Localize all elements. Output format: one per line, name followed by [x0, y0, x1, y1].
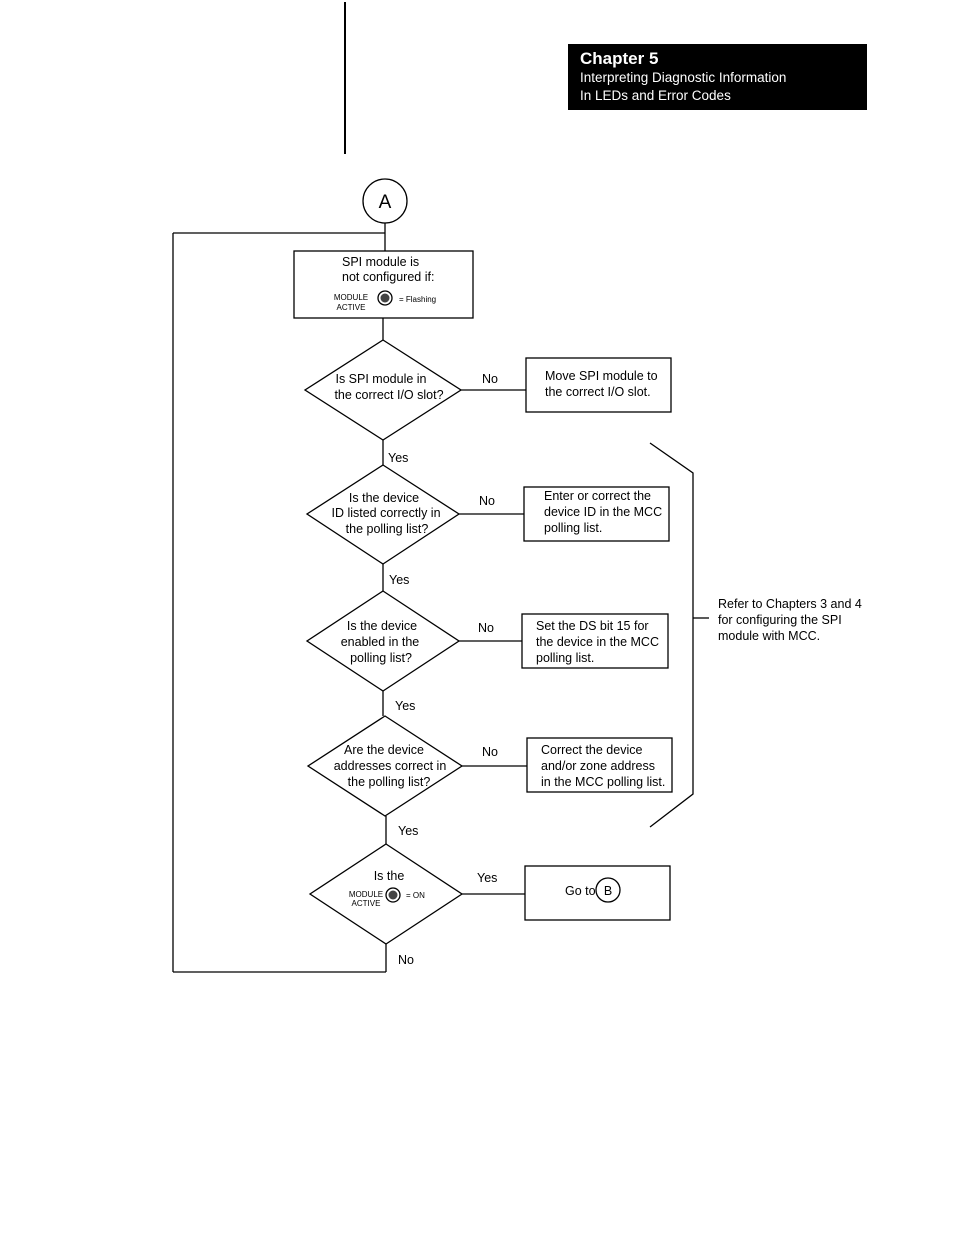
decision-addresses-line2: addresses correct in [334, 759, 447, 773]
action-move-line2: the correct I/O slot. [545, 385, 651, 399]
led-icon-fill [388, 890, 398, 900]
decision-addresses [306, 715, 464, 817]
action-correct-line2: and/or zone address [541, 759, 655, 773]
led-state-flashing: = Flashing [399, 295, 436, 304]
action-correct-line3: in the MCC polling list. [541, 775, 665, 789]
connector-b [595, 877, 621, 903]
chapter-subtitle-line1: Interpreting Diagnostic Information [580, 70, 787, 85]
branch-yes-label: Yes [388, 451, 408, 465]
action-set-line2: the device in the MCC [536, 635, 659, 649]
chapter-subtitle-line2: In LEDs and Error Codes [580, 88, 731, 103]
action-enter-line3: polling list. [544, 521, 602, 535]
note-line3: module with MCC. [718, 629, 820, 643]
note-bracket [649, 442, 694, 828]
branch-yes-label: Yes [389, 573, 409, 587]
branch-no-label: No [482, 372, 498, 386]
decision-io-slot-line2: the correct I/O slot? [334, 388, 443, 402]
branch-no-label: No [479, 494, 495, 508]
decision-device-id-line1: Is the device [349, 491, 419, 505]
decision-enabled-line3: polling list? [350, 651, 412, 665]
decision-enabled-line1: Is the device [347, 619, 417, 633]
action-set-line3: polling list. [536, 651, 594, 665]
action-enter-line1: Enter or correct the [544, 489, 651, 503]
decision-io-slot-line1: Is SPI module in [335, 372, 426, 386]
led-label-active: ACTIVE [337, 303, 366, 312]
decision-enabled-line2: enabled in the [341, 635, 420, 649]
led-state-on: = ON [406, 891, 425, 900]
decision-device-id-line3: the polling list? [346, 522, 429, 536]
action-move-line1: Move SPI module to [545, 369, 658, 383]
chapter-title: Chapter 5 [580, 49, 659, 68]
branch-yes-label: Yes [477, 871, 497, 885]
page-margin-rule [344, 2, 346, 154]
decision-addresses-line3: the polling list? [348, 775, 431, 789]
led-icon-fill [380, 293, 390, 303]
branch-no-label: No [478, 621, 494, 635]
action-goto-label: Go to [565, 884, 596, 898]
decision-addresses-line1: Are the device [344, 743, 424, 757]
note-line2: for configuring the SPI [718, 613, 842, 627]
led-label-module: MODULE [334, 293, 368, 302]
action-enter-line2: device ID in the MCC [544, 505, 662, 519]
connector-a-label: A [379, 192, 392, 213]
branch-yes-label: Yes [398, 824, 418, 838]
action-goto-b [524, 865, 671, 921]
branch-yes-label: Yes [395, 699, 415, 713]
start-box-line1: SPI module is [342, 255, 419, 269]
action-correct-address [526, 737, 673, 793]
action-set-line1: Set the DS bit 15 for [536, 619, 649, 633]
connector-b-label: B [604, 884, 612, 898]
chapter-header: Chapter 5 Interpreting Diagnostic Inform… [568, 44, 867, 110]
start-box-line2: not configured if: [342, 270, 434, 284]
branch-no-label: No [482, 745, 498, 759]
branch-no-label: No [398, 953, 414, 967]
decision-module-active-line1: Is the [374, 869, 405, 883]
note-line1: Refer to Chapters 3 and 4 [718, 597, 862, 611]
led-label-module: MODULE [349, 890, 383, 899]
action-move-module [525, 357, 672, 413]
action-correct-line1: Correct the device [541, 743, 642, 757]
decision-device-id-line2: ID listed correctly in [331, 506, 440, 520]
led-label-active: ACTIVE [352, 899, 381, 908]
